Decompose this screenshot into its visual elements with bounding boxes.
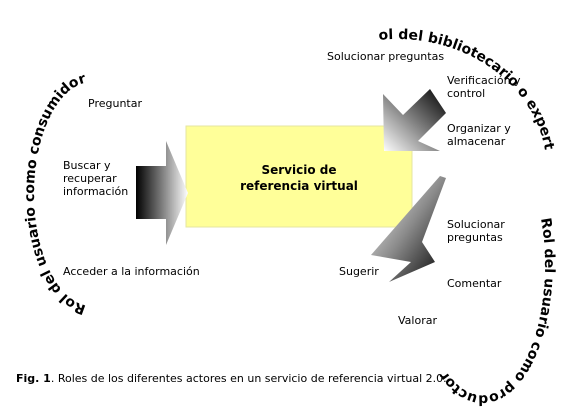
action-buscar-recuperar: Buscar y recuperar información [63,159,129,198]
action-solucionar-preguntas-producer: Solucionar preguntas [447,218,505,244]
arrow-down-left-icon [383,89,446,151]
action-acceder: Acceder a la información [63,265,200,278]
action-preguntar: Preguntar [88,97,142,110]
action-verificacion-control: Verificación y control [447,74,521,100]
figure-number: Fig. 1 [16,372,51,385]
action-comentar: Comentar [447,277,502,290]
figure-caption-text: . Roles de los diferentes actores en un … [50,372,447,385]
action-sugerir: Sugerir [339,265,379,278]
role-producer: Rol del usuario como productor [436,217,557,408]
arrow-up-left-icon [371,176,446,282]
action-organizar-almacenar: Organizar y almacenar [447,122,511,148]
central-service-title: Servicio de referencia virtual [240,163,358,193]
action-valorar: Valorar [398,314,437,327]
action-solucionar-preguntas-librarian: Solucionar preguntas [327,50,445,63]
figure-caption: Fig. 1. Roles de los diferentes actores … [16,372,447,386]
arrow-right-icon [136,141,188,245]
central-service-box [185,125,413,228]
